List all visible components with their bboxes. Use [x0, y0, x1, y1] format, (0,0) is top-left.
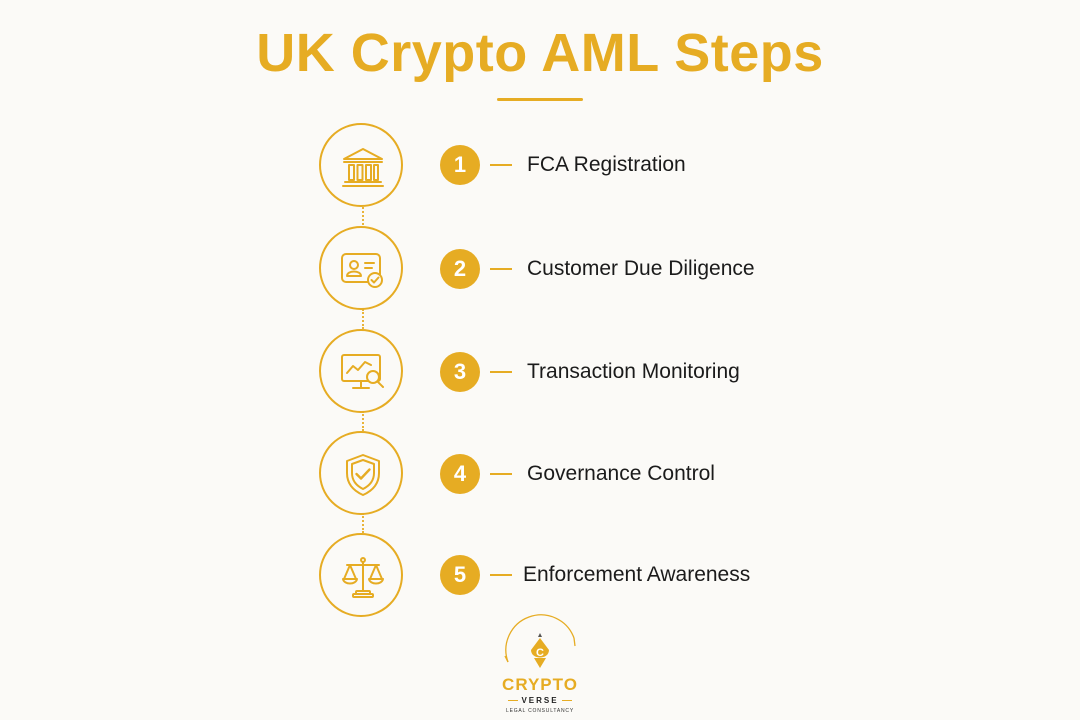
logo-rule-left	[508, 700, 519, 702]
step-3-icon-circle	[319, 329, 403, 413]
step-4-dash	[490, 473, 512, 475]
step-5-icon-circle	[319, 533, 403, 617]
step-3-number-badge: 3	[440, 352, 480, 392]
step-5-label: Enforcement Awareness	[523, 563, 751, 586]
step-2-label: Customer Due Diligence	[527, 257, 755, 280]
step-3-dash	[490, 371, 512, 373]
connector-1-2	[362, 203, 364, 225]
scales-of-justice-icon	[342, 557, 384, 598]
step-1-dash	[490, 164, 512, 166]
logo-subtitle: VERSE	[521, 696, 559, 705]
step-4-icon-circle	[319, 431, 403, 515]
step-5-number-badge: 5	[440, 555, 480, 595]
step-1-number-badge: 1	[440, 145, 480, 185]
crypto-verse-logo: C CRYPTO VERSE LEGAL CONSULTANCY	[490, 614, 590, 716]
step-1-icon-circle	[319, 123, 403, 207]
title-underline	[497, 98, 583, 101]
step-3-label: Transaction Monitoring	[527, 360, 740, 383]
shield-check-icon	[346, 454, 380, 496]
monitor-chart-magnifier-icon	[341, 354, 384, 389]
id-card-check-icon	[341, 253, 383, 288]
step-2-dash	[490, 268, 512, 270]
emblem-letter: C	[536, 647, 544, 659]
step-5-dash	[490, 574, 512, 576]
connector-4-5	[362, 513, 364, 533]
connector-2-3	[362, 309, 364, 329]
step-2-icon-circle	[319, 226, 403, 310]
step-1-label: FCA Registration	[527, 153, 686, 176]
logo-tagline: LEGAL CONSULTANCY	[506, 708, 574, 714]
step-4-number-badge: 4	[440, 454, 480, 494]
step-4-label: Governance Control	[527, 462, 715, 485]
step-2-number-badge: 2	[440, 249, 480, 289]
connector-3-4	[362, 411, 364, 431]
compass-pin-emblem-icon: C	[504, 614, 576, 668]
logo-wordmark: CRYPTO	[502, 675, 578, 694]
logo-subtitle-row: VERSE	[490, 696, 590, 705]
page-title: UK Crypto AML Steps	[256, 23, 824, 83]
logo-rule-right	[561, 700, 572, 702]
bank-building-icon	[342, 148, 384, 187]
